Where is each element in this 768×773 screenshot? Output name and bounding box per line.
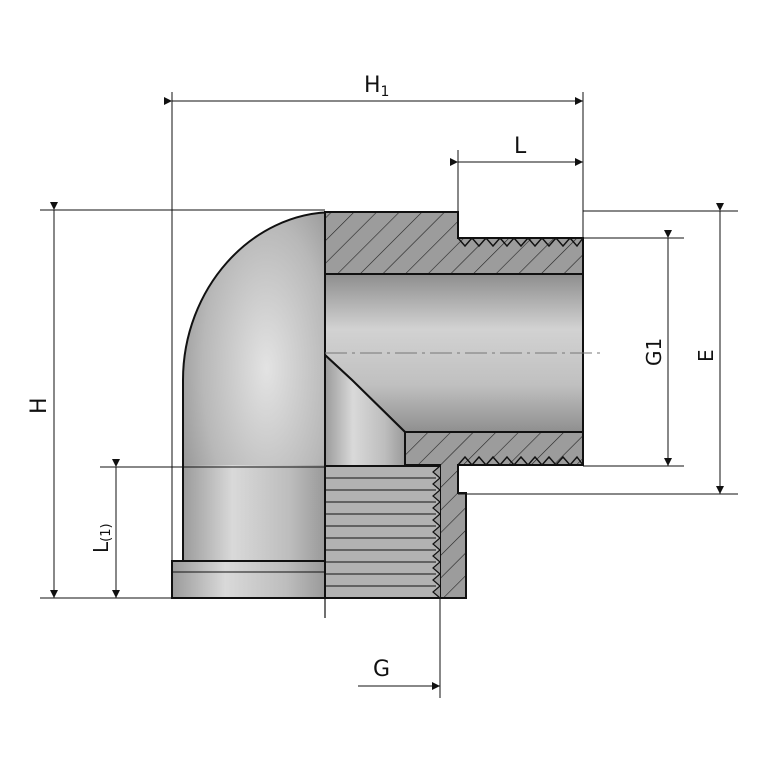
- elbow-section: [324, 211, 584, 618]
- female-thread: [324, 465, 441, 599]
- label-l1: L(1): [89, 523, 114, 553]
- label-g1: G1: [642, 338, 666, 366]
- label-g: G: [373, 657, 390, 682]
- elbow-lower-body: [183, 465, 325, 563]
- female-thread-teeth: [432, 465, 441, 599]
- female-thread-lines: [325, 477, 436, 587]
- elbow-flange: [171, 560, 326, 599]
- label-e: E: [694, 349, 718, 362]
- label-l: L: [514, 134, 527, 159]
- male-thread-top: [457, 236, 584, 248]
- label-h1: H1: [364, 73, 389, 100]
- male-thread-bottom: [457, 455, 584, 467]
- section-top-wall: [324, 211, 584, 275]
- label-h: H: [27, 397, 52, 414]
- elbow-exterior: [171, 211, 336, 599]
- dimension-lines: [50, 97, 724, 690]
- dimension-labels: H1 L G1 E H L(1) G: [27, 73, 718, 682]
- extension-lines: [40, 92, 738, 698]
